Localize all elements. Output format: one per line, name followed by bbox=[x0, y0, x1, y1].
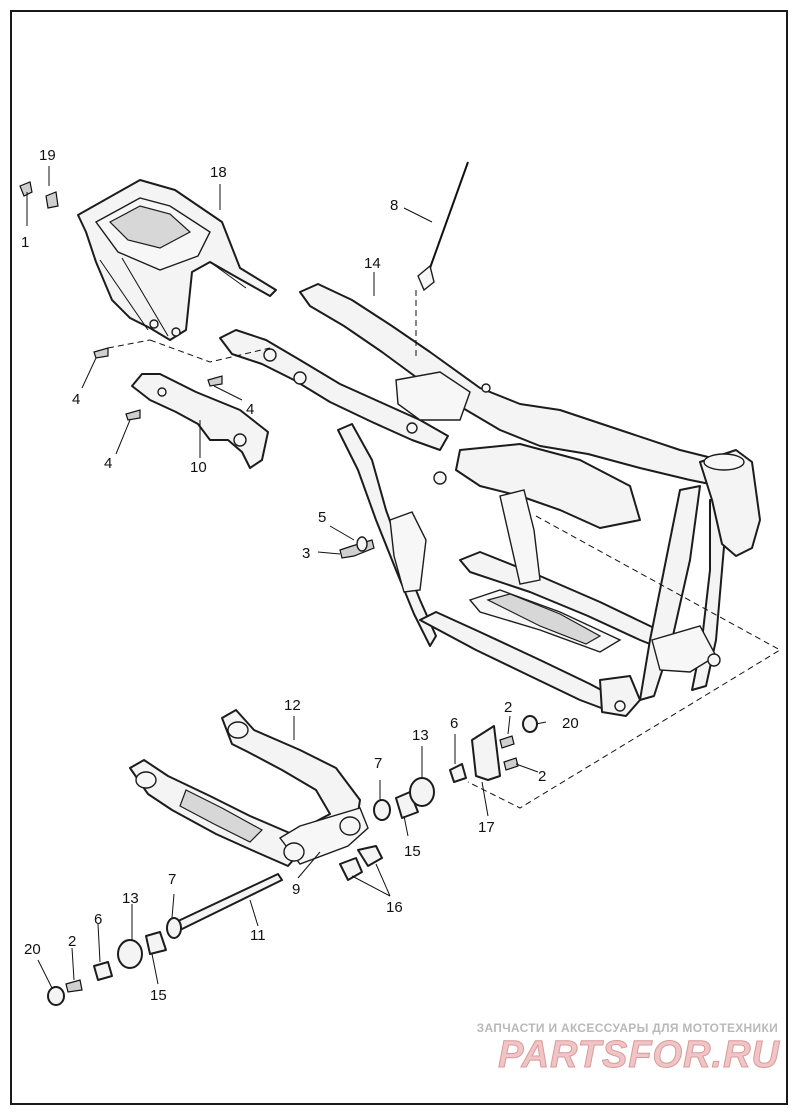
callout-15-right: 15 bbox=[404, 843, 421, 860]
callout-3: 3 bbox=[302, 545, 310, 562]
callout-12: 12 bbox=[284, 697, 301, 714]
callout-20-right: 20 bbox=[562, 715, 579, 732]
leader-lines bbox=[26, 166, 547, 989]
callout-1: 1 bbox=[21, 234, 29, 251]
callout-17: 17 bbox=[478, 819, 495, 836]
callout-6-left: 6 bbox=[94, 911, 102, 928]
callout-11: 11 bbox=[250, 927, 266, 944]
left-pivot-stack bbox=[47, 917, 182, 1006]
rack-mount-dashline-2 bbox=[107, 339, 151, 349]
bolt-washer-3-5 bbox=[339, 536, 375, 559]
callout-4-cover: 4 bbox=[246, 401, 254, 418]
rack-fasteners bbox=[19, 181, 223, 421]
callout-13-left: 13 bbox=[122, 890, 139, 907]
luggage-rack-part-18 bbox=[77, 179, 277, 341]
callout-2-lower: 2 bbox=[538, 768, 546, 785]
callout-labels: 1 19 18 8 14 4 4 4 10 5 3 12 13 6 2 20 7… bbox=[21, 147, 579, 1004]
callout-8: 8 bbox=[390, 197, 398, 214]
right-pivot-stack bbox=[373, 715, 538, 821]
callout-10: 10 bbox=[190, 459, 207, 476]
cable-strap-part-8 bbox=[417, 161, 469, 292]
callout-13-right: 13 bbox=[412, 727, 429, 744]
callout-2-upper: 2 bbox=[504, 699, 512, 716]
callout-4-rack: 4 bbox=[72, 391, 80, 408]
diagram-border bbox=[10, 10, 788, 1105]
bushings-part-16 bbox=[339, 845, 383, 881]
callout-6-right: 6 bbox=[450, 715, 458, 732]
callout-7-right: 7 bbox=[374, 755, 382, 772]
callout-14: 14 bbox=[364, 255, 381, 272]
swingarm-part-12 bbox=[129, 709, 369, 867]
pivot-shaft-part-11 bbox=[175, 873, 283, 931]
callout-16: 16 bbox=[386, 899, 403, 916]
rack-mount-dashline-1 bbox=[149, 339, 271, 363]
callout-9: 9 bbox=[292, 881, 300, 898]
callout-15-left: 15 bbox=[150, 987, 167, 1004]
watermark-logo: PARTSFOR.RU bbox=[498, 1034, 780, 1077]
frame-reference-dashline bbox=[467, 515, 781, 809]
callout-19: 19 bbox=[39, 147, 56, 164]
callout-20-left: 20 bbox=[24, 941, 41, 958]
callout-7-left: 7 bbox=[168, 871, 176, 888]
callout-2-left: 2 bbox=[68, 933, 76, 950]
callout-5: 5 bbox=[318, 509, 326, 526]
main-frame-part-14 bbox=[219, 283, 761, 717]
watermark-tagline: ЗАПЧАСТИ И АКСЕССУАРЫ ДЛЯ МОТОТЕХНИКИ bbox=[476, 1021, 778, 1035]
callout-4-lower: 4 bbox=[104, 455, 112, 472]
callout-18: 18 bbox=[210, 164, 227, 181]
